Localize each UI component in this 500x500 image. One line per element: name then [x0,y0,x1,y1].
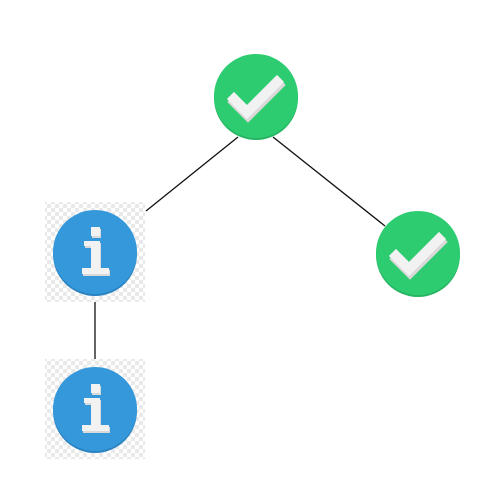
node-n4[interactable] [45,359,145,459]
node-n3[interactable] [376,211,460,297]
info-icon [82,227,110,276]
info-icon [82,384,110,433]
edge-n1-n3 [272,136,386,227]
edge-n1-n2 [145,136,239,212]
check-icon [388,231,448,280]
edges-layer [94,136,386,359]
check-icon [226,74,286,123]
node-n1[interactable] [214,54,298,140]
nodes-layer [45,54,460,459]
node-n2[interactable] [45,202,145,302]
